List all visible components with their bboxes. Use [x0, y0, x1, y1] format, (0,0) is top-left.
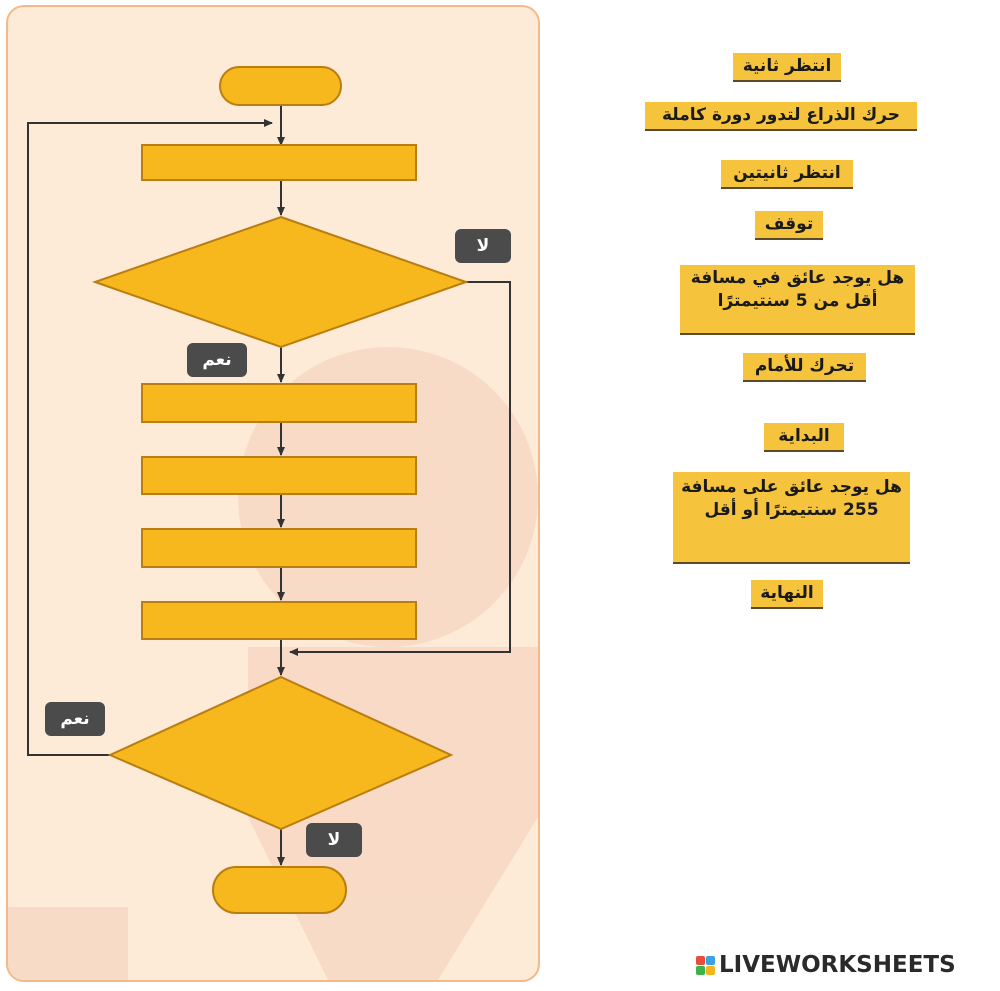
flowchart-panel: لا نعم نعم لا	[6, 5, 540, 982]
option-wait-one-second[interactable]: انتظر ثانية	[733, 53, 841, 82]
option-stop[interactable]: توقف	[755, 211, 823, 240]
badge-yes-top: نعم	[187, 343, 247, 377]
option-end[interactable]: النهاية	[751, 580, 823, 609]
connector-decision1-no	[289, 281, 511, 656]
logo-mark-icon	[696, 955, 715, 975]
option-obstacle-255cm-or-less[interactable]: هل يوجد عائق على مسافة 255 سنتيمترًا أو …	[673, 472, 910, 564]
connector-decision2-yes-loop	[27, 119, 273, 756]
badge-no-bottom: لا	[306, 823, 362, 857]
option-wait-two-seconds[interactable]: انتظر ثانيتين	[721, 160, 853, 189]
badge-yes-bottom: نعم	[45, 702, 105, 736]
badge-no-top: لا	[455, 229, 511, 263]
decision-2[interactable]	[107, 675, 454, 831]
option-obstacle-under-5cm[interactable]: هل يوجد عائق في مسافة أقل من 5 سنتيمترًا	[680, 265, 915, 335]
process-step-2[interactable]	[141, 383, 417, 423]
process-step-5[interactable]	[141, 601, 417, 640]
decision-1[interactable]	[91, 215, 470, 349]
process-step-1[interactable]	[141, 144, 417, 181]
connectors	[27, 105, 511, 866]
option-start[interactable]: البداية	[764, 423, 844, 452]
start-terminal[interactable]	[219, 66, 342, 106]
liveworksheets-logo: LIVEWORKSHEETS	[696, 952, 956, 978]
option-rotate-arm-full-turn[interactable]: حرك الذراع لتدور دورة كاملة	[645, 102, 917, 131]
flow-shapes	[91, 66, 470, 914]
end-terminal[interactable]	[212, 866, 347, 914]
process-step-4[interactable]	[141, 528, 417, 568]
flowchart	[8, 66, 538, 980]
option-move-forward[interactable]: تحرك للأمام	[743, 353, 866, 382]
logo-text: LIVEWORKSHEETS	[719, 952, 956, 978]
process-step-3[interactable]	[141, 456, 417, 495]
